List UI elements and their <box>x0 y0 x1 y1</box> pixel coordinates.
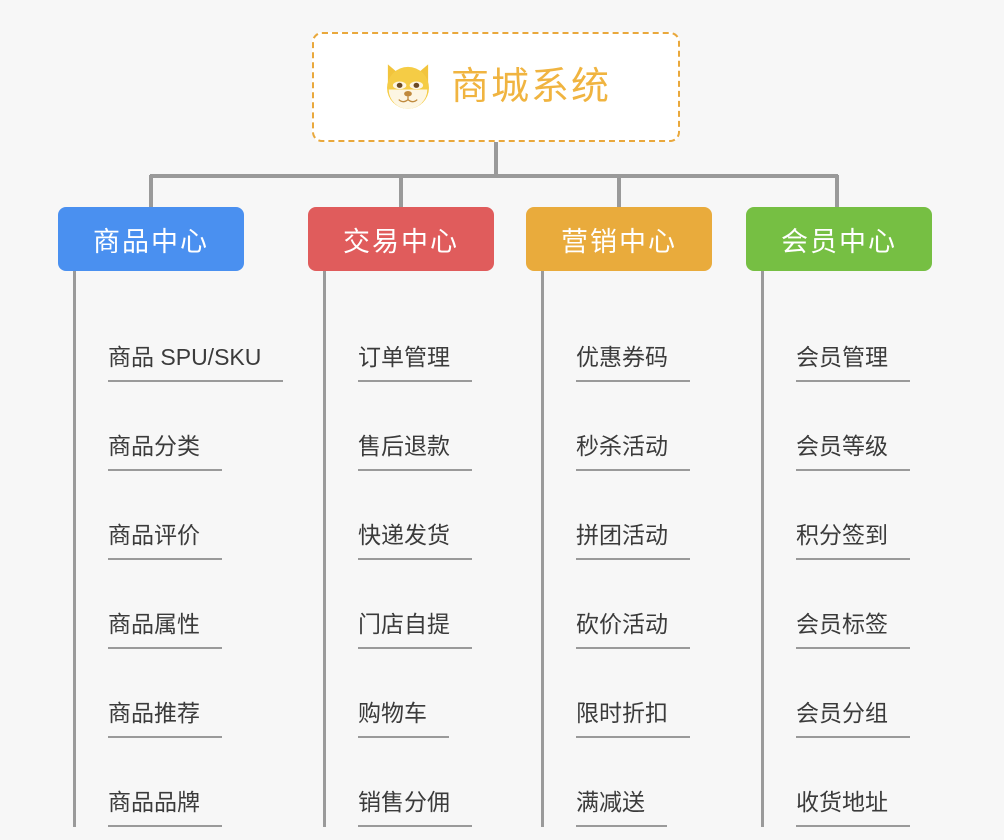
leaf-label: 商品推荐 <box>108 702 222 738</box>
list-item[interactable]: 购物车 <box>326 649 494 738</box>
leaf-label: 商品属性 <box>108 613 222 649</box>
branch-items-1: 订单管理 售后退款 快递发货 门店自提 购物车 销售分佣 <box>323 271 494 827</box>
branch-label-1: 交易中心 <box>343 226 459 257</box>
branch-label-0: 商品中心 <box>93 226 209 257</box>
leaf-label: 商品分类 <box>108 435 222 471</box>
leaf-label: 限时折扣 <box>576 702 690 738</box>
leaf-label: 会员等级 <box>796 435 910 471</box>
leaf-label: 商品 SPU/SKU <box>108 346 284 382</box>
leaf-label: 会员标签 <box>796 613 910 649</box>
list-item[interactable]: 商品推荐 <box>76 649 283 738</box>
list-item[interactable]: 售后退款 <box>326 382 494 471</box>
list-item[interactable]: 快递发货 <box>326 471 494 560</box>
leaf-label: 订单管理 <box>358 346 472 382</box>
leaf-label: 积分签到 <box>796 524 910 560</box>
list-item[interactable]: 商品 SPU/SKU <box>76 293 284 382</box>
leaf-label: 优惠券码 <box>576 346 690 382</box>
list-item[interactable]: 砍价活动 <box>544 560 712 649</box>
branch-items-0: 商品 SPU/SKU 商品分类 商品评价 商品属性 商品推荐 商品品牌 <box>73 271 284 827</box>
root-title: 商城系统 <box>450 66 611 108</box>
leaf-label: 会员管理 <box>796 346 910 382</box>
branch-header-0[interactable]: 商品中心 <box>58 207 244 271</box>
list-item[interactable]: 满减送 <box>544 738 712 827</box>
leaf-label: 商品评价 <box>108 524 222 560</box>
leaf-label: 商品品牌 <box>108 791 222 827</box>
leaf-label: 销售分佣 <box>358 791 472 827</box>
leaf-label: 会员分组 <box>796 702 910 738</box>
list-item[interactable]: 销售分佣 <box>326 738 494 827</box>
list-item[interactable]: 优惠券码 <box>544 293 712 382</box>
shiba-dog-face-icon <box>387 64 429 109</box>
leaf-label: 门店自提 <box>358 613 472 649</box>
branch-items-3: 会员管理 会员等级 积分签到 会员标签 会员分组 收货地址 <box>761 271 932 827</box>
root-node[interactable]: 商城系统 <box>312 32 680 142</box>
branch-column-3: 会员中心 会员管理 会员等级 积分签到 会员标签 会员分组 收货地址 <box>746 207 932 827</box>
leaf-label: 秒杀活动 <box>576 435 690 471</box>
branch-header-3[interactable]: 会员中心 <box>746 207 932 271</box>
list-item[interactable]: 限时折扣 <box>544 649 712 738</box>
leaf-label: 购物车 <box>358 702 449 738</box>
branch-header-1[interactable]: 交易中心 <box>308 207 494 271</box>
list-item[interactable]: 订单管理 <box>326 293 494 382</box>
leaf-label: 拼团活动 <box>576 524 690 560</box>
list-item[interactable]: 门店自提 <box>326 560 494 649</box>
leaf-label: 满减送 <box>576 791 667 827</box>
list-item[interactable]: 商品品牌 <box>76 738 283 827</box>
list-item[interactable]: 收货地址 <box>764 738 932 827</box>
branch-column-2: 营销中心 优惠券码 秒杀活动 拼团活动 砍价活动 限时折扣 满减送 <box>526 207 712 827</box>
branch-column-1: 交易中心 订单管理 售后退款 快递发货 门店自提 购物车 销售分佣 <box>308 207 494 827</box>
list-item[interactable]: 秒杀活动 <box>544 382 712 471</box>
list-item[interactable]: 商品分类 <box>76 382 283 471</box>
leaf-label: 快递发货 <box>358 524 472 560</box>
leaf-label: 售后退款 <box>358 435 472 471</box>
list-item[interactable]: 商品评价 <box>76 471 283 560</box>
list-item[interactable]: 积分签到 <box>764 471 932 560</box>
list-item[interactable]: 拼团活动 <box>544 471 712 560</box>
list-item[interactable]: 会员管理 <box>764 293 932 382</box>
list-item[interactable]: 会员标签 <box>764 560 932 649</box>
branch-items-2: 优惠券码 秒杀活动 拼团活动 砍价活动 限时折扣 满减送 <box>541 271 712 827</box>
branch-column-0: 商品中心 商品 SPU/SKU 商品分类 商品评价 商品属性 商品推荐 商品品牌 <box>58 207 284 827</box>
branch-label-2: 营销中心 <box>561 226 677 257</box>
leaf-label: 砍价活动 <box>576 613 690 649</box>
leaf-label: 收货地址 <box>796 791 910 827</box>
branch-label-3: 会员中心 <box>781 226 897 257</box>
list-item[interactable]: 会员等级 <box>764 382 932 471</box>
branch-header-2[interactable]: 营销中心 <box>526 207 712 271</box>
list-item[interactable]: 会员分组 <box>764 649 932 738</box>
list-item[interactable]: 商品属性 <box>76 560 283 649</box>
